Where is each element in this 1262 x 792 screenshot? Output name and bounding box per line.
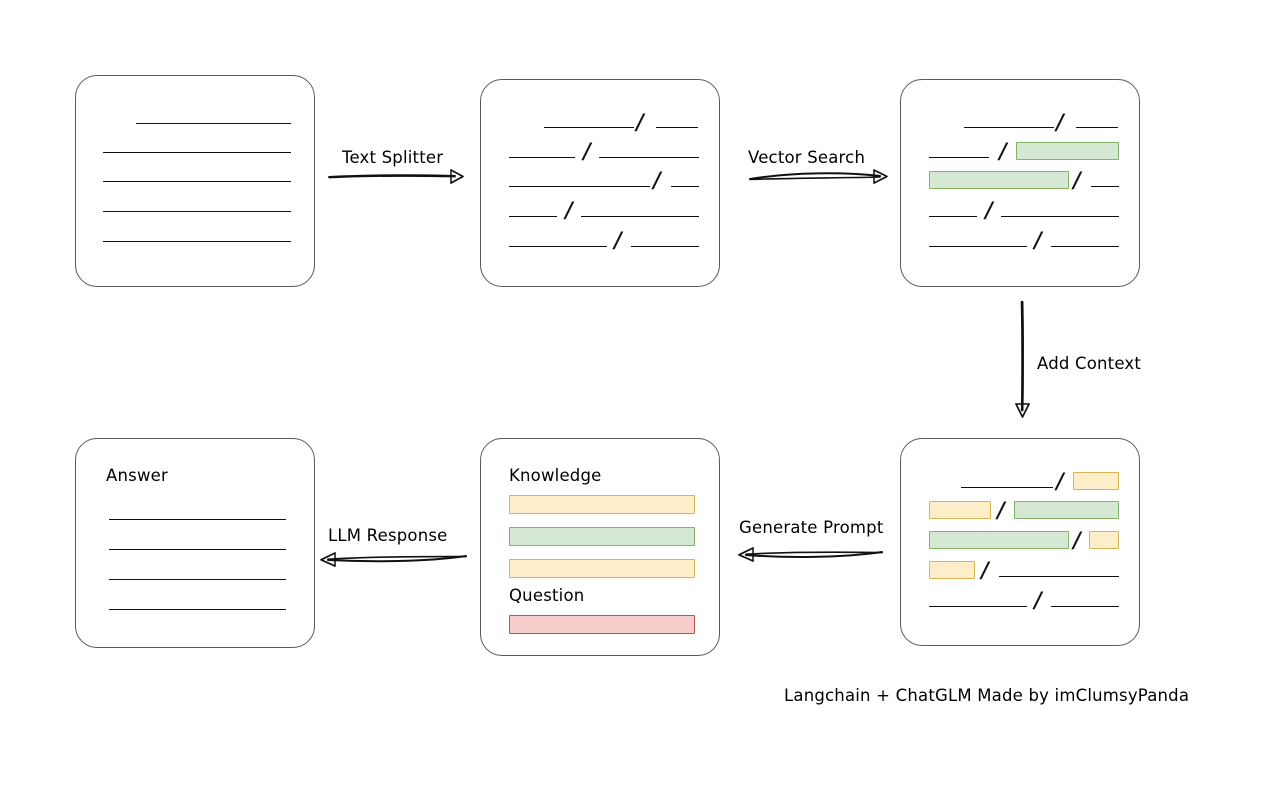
edge-label-vector-search: Vector Search (748, 148, 866, 167)
text-segment (964, 127, 1054, 128)
arrow-add-context (1015, 300, 1030, 418)
question-bar-red[interactable] (509, 615, 695, 634)
segment-separator: / (636, 109, 644, 134)
text-segment (656, 127, 698, 128)
answer-label: Answer (106, 466, 168, 485)
node-retrieved-document[interactable]: / / / / / (900, 79, 1140, 287)
text-segment (929, 606, 1027, 607)
text-segment (509, 157, 575, 158)
text-segment (1001, 216, 1119, 217)
text-line (136, 123, 291, 124)
segment-separator: / (985, 197, 993, 222)
highlight-green-segment[interactable] (929, 171, 1069, 189)
node-answer-box[interactable]: Answer (75, 438, 315, 648)
arrow-llm-response (320, 552, 467, 567)
text-segment (929, 246, 1027, 247)
segment-separator: / (1034, 227, 1042, 252)
text-segment (929, 216, 977, 217)
segment-separator: / (997, 497, 1005, 522)
segment-separator: / (614, 227, 622, 252)
text-line (109, 609, 286, 610)
text-segment (509, 216, 557, 217)
text-line (109, 519, 286, 520)
highlight-yellow-segment[interactable] (929, 501, 991, 519)
segment-separator: / (565, 197, 573, 222)
knowledge-label: Knowledge (509, 466, 602, 485)
node-prompt-box[interactable]: Knowledge Question (480, 438, 720, 656)
highlight-yellow-segment[interactable] (1089, 531, 1119, 549)
text-line (103, 211, 291, 212)
text-segment (1051, 246, 1119, 247)
node-context-document[interactable]: / / / / / (900, 438, 1140, 646)
text-line (103, 152, 291, 153)
text-segment (999, 576, 1119, 577)
edge-label-text-splitter: Text Splitter (342, 148, 444, 167)
text-segment (581, 216, 699, 217)
text-segment (509, 246, 607, 247)
segment-separator: / (999, 138, 1007, 163)
question-label: Question (509, 586, 585, 605)
highlight-yellow-segment[interactable] (1073, 472, 1119, 490)
text-line (103, 241, 291, 242)
node-source-document[interactable] (75, 75, 315, 287)
text-segment (509, 186, 650, 187)
highlight-green-segment[interactable] (929, 531, 1069, 549)
edge-label-llm-response: LLM Response (328, 526, 448, 545)
segment-separator: / (1073, 167, 1081, 192)
highlight-yellow-segment[interactable] (929, 561, 975, 579)
arrow-generate-prompt (738, 547, 883, 562)
text-line (109, 549, 286, 550)
knowledge-bar-green[interactable] (509, 527, 695, 546)
text-segment (671, 186, 699, 187)
text-segment (929, 157, 989, 158)
footer-attribution: Langchain + ChatGLM Made by imClumsyPand… (784, 686, 1190, 705)
highlight-green-segment[interactable] (1016, 142, 1119, 160)
edge-label-generate-prompt: Generate Prompt (739, 518, 884, 537)
text-segment (1091, 186, 1119, 187)
text-segment (544, 127, 634, 128)
arrow-text-splitter (328, 169, 464, 184)
knowledge-bar-yellow[interactable] (509, 495, 695, 514)
segment-separator: / (1056, 468, 1064, 493)
highlight-green-segment[interactable] (1014, 501, 1119, 519)
text-segment (599, 157, 699, 158)
text-line (109, 579, 286, 580)
segment-separator: / (653, 167, 661, 192)
segment-separator: / (1056, 109, 1064, 134)
knowledge-bar-yellow[interactable] (509, 559, 695, 578)
text-segment (1051, 606, 1119, 607)
text-segment (1076, 127, 1118, 128)
text-line (103, 181, 291, 182)
text-segment (631, 246, 699, 247)
edge-label-add-context: Add Context (1037, 354, 1142, 373)
text-segment (961, 487, 1053, 488)
arrow-vector-search (749, 169, 888, 184)
segment-separator: / (981, 557, 989, 582)
segment-separator: / (1034, 587, 1042, 612)
node-split-document[interactable]: / / / / / (480, 79, 720, 287)
segment-separator: / (583, 138, 591, 163)
segment-separator: / (1073, 527, 1081, 552)
